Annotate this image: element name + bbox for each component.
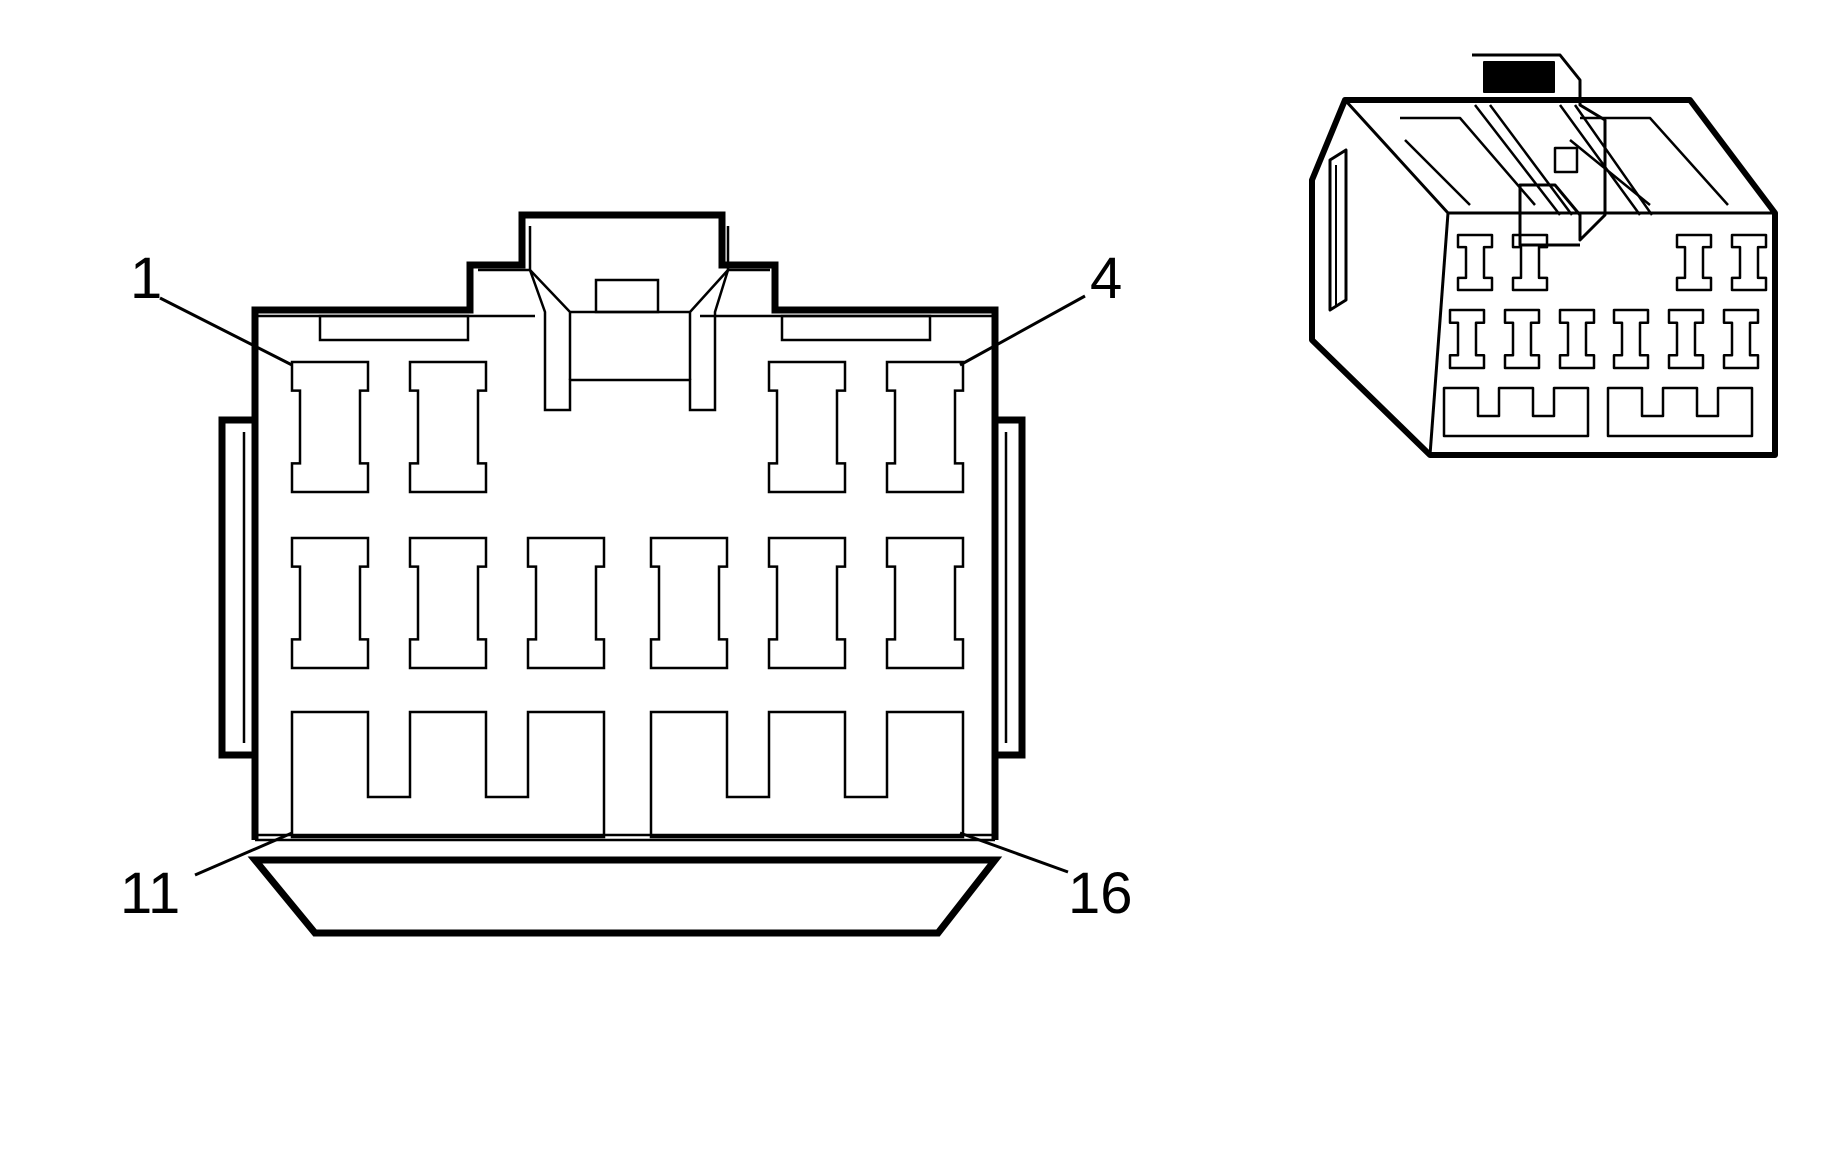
face-cavity-row2-5 [767,536,847,670]
leader-line-pin-11 [194,831,293,877]
face-cavity-group [290,360,965,839]
face-cavity-row2-1 [290,536,370,670]
face-bottom-ledge [255,833,995,842]
face-top-left-slot [318,314,470,342]
pin-label-1: 1 [130,246,162,311]
face-latch-arms [478,268,770,380]
persp-top-left-recess [1400,116,1536,206]
face-cavity-row1-4 [885,360,965,494]
persp-latch-grip [1483,61,1555,93]
pin-label-4: 4 [1090,246,1122,311]
connector-face-view [159,211,1086,937]
face-cavity-row1-1 [290,360,370,494]
persp-cavity-row1-3 [1675,233,1713,292]
face-housing-outline [251,211,999,840]
face-top-right-slot [780,314,932,342]
persp-cavity-row3-right-group [1606,386,1754,438]
face-cavity-row2-2 [408,536,488,670]
face-cavity-row1-3 [767,360,847,494]
persp-cavity-row2-6 [1722,308,1760,370]
persp-cavity-row2-4 [1612,308,1650,370]
pin-label-16: 16 [1068,861,1133,926]
persp-cavity-row1-4 [1730,233,1768,292]
face-latch-tab [594,278,660,314]
persp-side-slot [1328,148,1348,312]
persp-cavity-group [1442,233,1768,438]
leader-line-pin-16 [959,831,1069,874]
connector-perspective-view [1309,53,1778,458]
face-right-rail [995,416,1026,759]
face-cavity-row1-2 [408,360,488,494]
face-cavity-row3-right-group [649,710,965,839]
leader-line-pin-4 [959,294,1086,367]
persp-latch-outline [1472,53,1607,247]
face-left-rail [218,416,255,759]
persp-front-left-edge [1428,212,1450,456]
persp-cavity-row2-5 [1667,308,1705,370]
persp-cavity-row3-left-group [1442,386,1590,438]
persp-latch-button [1553,146,1579,174]
persp-cavity-row2-1 [1448,308,1486,370]
persp-cavity-row1-2 [1511,233,1549,292]
face-cavity-row2-6 [885,536,965,670]
persp-cavity-row1-1 [1456,233,1494,292]
persp-cavity-row2-3 [1558,308,1596,370]
persp-latch-rails [1474,104,1654,216]
face-bottom-skirt [247,856,1003,937]
persp-cavity-row2-2 [1503,308,1541,370]
face-cavity-row2-3 [526,536,606,670]
face-cavity-row2-4 [649,536,729,670]
face-latch-inner [528,226,730,412]
leader-line-pin-1 [159,296,293,367]
persp-body-outline [1309,97,1778,458]
face-cavity-row3-left-group [290,710,606,839]
pin-label-11: 11 [120,861,180,926]
